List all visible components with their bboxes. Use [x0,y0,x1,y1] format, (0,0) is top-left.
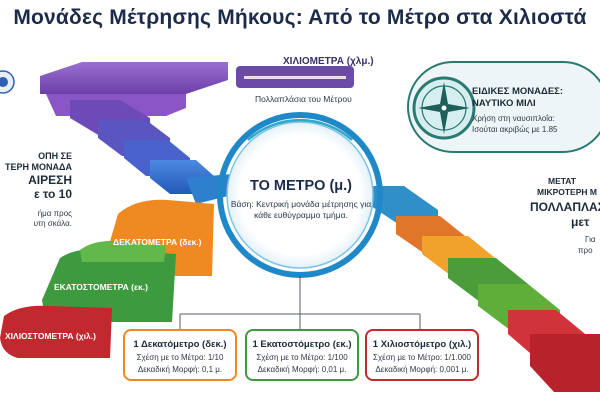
card-centimeter-ratio: Σχέση με το Μέτρο: 1/100 [256,353,348,362]
card-decimeter-ratio: Σχέση με το Μέτρο: 1/10 [136,353,224,362]
card-decimeter [123,329,237,381]
right-panel-subtext-1: Για [585,235,596,244]
unit-badge-icon [0,70,15,94]
card-centimeter [245,329,359,381]
card-millimeter-title: 1 Χιλιοστόμετρο (χιλ.) [372,339,472,350]
stair-step [530,334,600,392]
nautical-subtext-2: Ισούται ακριβώς με 1.85 [472,125,558,134]
right-panel-heading-1: ΜΕΤΑΤ [548,176,576,186]
card-millimeter-ratio: Σχέση με το Μέτρο: 1/1.000 [373,353,471,362]
decimeter-step-label: ΔΕΚΑΤΟΜΕΤΡΑ (δεκ.) [113,237,202,247]
stair-step-xil [0,305,112,358]
card-decimeter-title: 1 Δεκατόμετρο (δεκ.) [133,339,227,350]
right-panel-heading-3: ΠΟΛΛΑΠΛΑΣΙ [530,200,600,214]
meter-circle-inner [226,121,374,269]
km-track-line [244,76,346,79]
nautical-heading-2: ΝΑΥΤΙΚΟ ΜΙΛΙ [472,98,536,109]
kilometer-note: Πολλαπλάσια του Μέτρου [255,94,352,104]
left-panel-heading-4: ε το 10 [33,187,72,201]
right-panel-subtext-2: προ [578,246,593,255]
card-decimeter-decimal: Δεκαδική Μορφή: 0,1 μ. [137,365,223,374]
page-title: Μονάδες Μέτρησης Μήκους: Από το Μέτρο στ… [13,6,587,29]
nautical-subtext-1: Χρήση στη ναυσιπλοΐα: [472,114,555,123]
meter-title: ΤΟ ΜΕΤΡΟ (μ.) [249,178,353,194]
stair-step-ek [42,249,176,322]
kilometer-label: ΧΙΛΙΟΜΕΤΡΑ (χλμ.) [283,56,374,67]
stair-step [368,186,438,224]
meter-circle-accent [247,118,353,141]
lower-right-staircase [368,186,600,392]
left-panel-heading-1: ΟΠΗ ΣΕ [38,151,72,161]
card-centimeter-decimal: Δεκαδική Μορφή: 0,01 μ. [257,365,347,374]
meter-description: Βάση: Κεντρική μονάδα μέτρησης για κάθε … [230,199,372,220]
nautical-heading-1: ΕΙΔΙΚΕΣ ΜΟΝΑΔΕΣ: [472,86,564,97]
upper-staircase [40,62,354,204]
stair-step [40,62,228,94]
left-panel-subtext-2: υτη σκάλα. [33,219,72,228]
left-panel-heading-3: ΑΙΡΕΣΗ [28,173,72,187]
millimeter-step-label: ΧΙΛΙΟΣΤΟΜΕΤΡΑ (χιλ.) [5,331,96,341]
card-millimeter-decimal: Δεκαδική Μορφή: 0,001 μ. [375,365,469,374]
left-panel-heading-2: ΤΕΡΗ ΜΟΝΑΔΑ [5,162,72,172]
stair-step-ek-top [80,241,166,262]
left-panel-subtext-1: ήμα προς [37,209,72,218]
right-panel-heading-2: ΜΙΚΡΟΤΕΡΗ Μ [537,187,597,197]
right-panel-heading-4: μετ [571,215,590,229]
card-centimeter-title: 1 Εκατοστόμετρο (εκ.) [252,339,352,350]
card-connectors [179,275,421,330]
meter-circle [217,112,383,278]
card-millimeter [365,329,479,381]
compass-rose-icon [412,76,476,140]
lower-left-steps [0,199,214,358]
centimeter-step-label: ΕΚΑΤΟΣΤΟΜΕΤΡΑ (εκ.) [54,282,148,292]
